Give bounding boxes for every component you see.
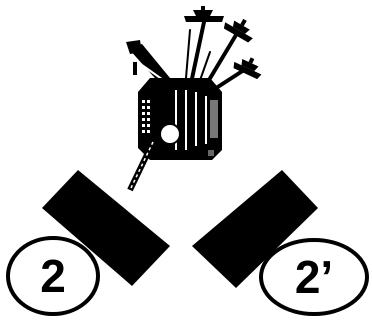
label-left-text: 2: [40, 250, 66, 302]
antenna-dish-top: [184, 6, 224, 22]
spacecraft-icon: [126, 6, 266, 190]
label-left: 2: [8, 238, 98, 314]
label-right-text: 2’: [295, 251, 333, 303]
antenna-dish-right: [222, 12, 259, 44]
label-right: 2’: [261, 240, 367, 314]
